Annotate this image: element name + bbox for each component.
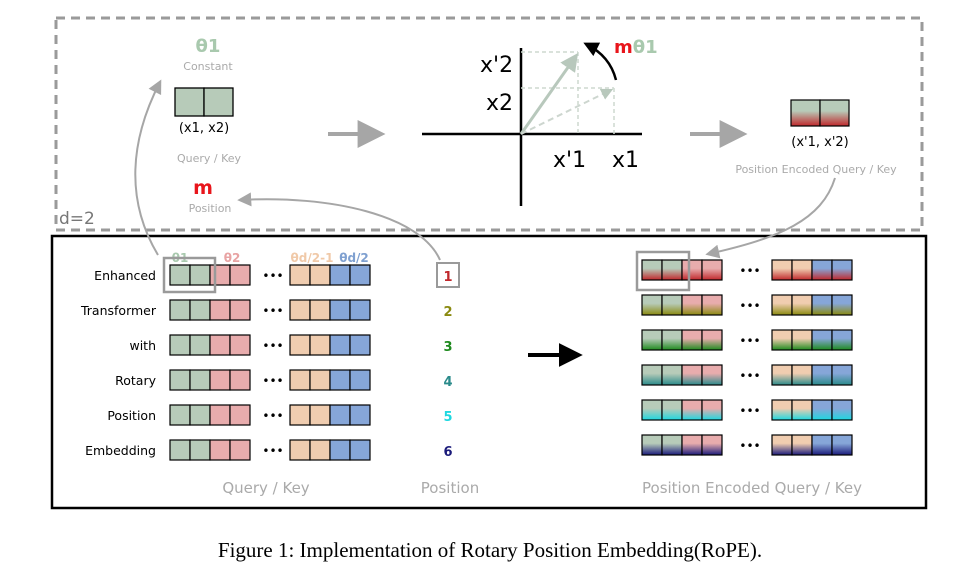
ellipsis: ••• <box>262 374 283 388</box>
qk-cells-left <box>169 299 251 321</box>
highlight-left <box>162 256 217 294</box>
table-row: Enhanced ••• 1 ••• <box>94 259 853 288</box>
pe-cells-right <box>771 399 853 421</box>
pe-cells-right <box>771 434 853 456</box>
pe-cells-right <box>771 294 853 316</box>
pe-cells-left <box>641 329 723 351</box>
row-word: Enhanced <box>94 268 156 283</box>
position-number: 5 <box>443 410 452 425</box>
table-row: with ••• 3 ••• <box>129 329 853 356</box>
highlight-right <box>635 250 691 292</box>
ellipsis: ••• <box>739 264 760 278</box>
curve-pe-arrow <box>705 177 836 259</box>
qk-cells-right <box>289 264 371 286</box>
axis-x2: x2 <box>486 91 513 116</box>
row-word: Transformer <box>80 303 157 318</box>
ellipsis: ••• <box>739 369 760 383</box>
query-key-block <box>174 87 234 117</box>
position-number: 4 <box>443 375 452 390</box>
theta-label-4: θd/2 <box>339 251 369 265</box>
theta1-top: θ1 <box>196 36 221 57</box>
position-number: 2 <box>443 305 452 320</box>
x-pair-label: (x1, x2) <box>179 121 229 136</box>
position-number: 6 <box>443 445 452 460</box>
qk-cells-left <box>169 439 251 461</box>
pe-cells-left <box>641 434 723 456</box>
m-theta-theta: θ1 <box>633 37 658 58</box>
m-label: m <box>193 177 213 199</box>
table-row: Position ••• 5 ••• <box>107 399 853 426</box>
d-label: d=2 <box>59 209 95 229</box>
pe-cells-left <box>641 399 723 421</box>
query-key-top-label: Query / Key <box>177 152 242 165</box>
axis-x1-prime: x'1 <box>553 148 586 173</box>
qk-cells-right <box>289 334 371 356</box>
row-word: Position <box>107 408 156 423</box>
position-number: 1 <box>443 270 452 285</box>
ellipsis: ••• <box>739 334 760 348</box>
pe-query-key-top-label: Position Encoded Query / Key <box>735 163 897 176</box>
table-row: Rotary ••• 4 ••• <box>115 364 853 391</box>
position-top-label: Position <box>189 202 232 215</box>
pe-cells-left <box>641 294 723 316</box>
qk-cells-left <box>169 264 251 286</box>
qk-cells-left <box>169 404 251 426</box>
pe-cells-left <box>641 364 723 386</box>
qk-cells-right <box>289 299 371 321</box>
position-bottom-label: Position <box>421 479 479 497</box>
theta-label-3: θd/2-1 <box>291 251 334 265</box>
pe-block-top <box>790 99 850 127</box>
pe-bottom-label: Position Encoded Query / Key <box>642 479 862 497</box>
query-key-bottom-label: Query / Key <box>222 479 309 497</box>
axis-x2-prime: x'2 <box>480 53 513 78</box>
ellipsis: ••• <box>739 439 760 453</box>
qk-cells-right <box>289 439 371 461</box>
ellipsis: ••• <box>739 299 760 313</box>
ellipsis: ••• <box>262 269 283 283</box>
ellipsis: ••• <box>262 444 283 458</box>
axis-x1: x1 <box>612 148 639 173</box>
row-word: Embedding <box>85 443 156 458</box>
qk-cells-right <box>289 369 371 391</box>
ellipsis: ••• <box>262 409 283 423</box>
rotation-axes <box>422 42 642 206</box>
figure-caption: Figure 1: Implementation of Rotary Posit… <box>217 538 763 562</box>
pe-top-cells <box>790 99 850 127</box>
qk-cells-left <box>169 369 251 391</box>
pe-cells-right <box>771 364 853 386</box>
ellipsis: ••• <box>262 304 283 318</box>
curve-position-arrow <box>237 192 441 261</box>
position-number: 3 <box>443 340 452 355</box>
qk-cells-right <box>289 404 371 426</box>
position-highlight <box>436 262 460 288</box>
row-word: Rotary <box>115 373 156 388</box>
theta-label-2: θ2 <box>224 251 241 265</box>
qk-cells-left <box>169 334 251 356</box>
table-row: Transformer ••• 2 ••• <box>80 294 853 321</box>
pe-cells-left <box>641 259 723 281</box>
ellipsis: ••• <box>262 339 283 353</box>
constant-label: Constant <box>183 60 233 73</box>
table-row: Embedding ••• 6 ••• <box>85 434 853 461</box>
row-word: with <box>129 338 156 353</box>
bottom-frame <box>50 234 928 510</box>
rope-diagram: d=2 θ1 Constant (x1, x2) Query / Key m P… <box>50 16 928 510</box>
rows: Enhanced ••• 1 ••• Transformer ••• 2 ••• with •••… <box>80 259 853 461</box>
curve-theta-arrow <box>134 79 162 256</box>
x-prime-pair-label: (x'1, x'2) <box>791 135 848 150</box>
pe-cells-right <box>771 329 853 351</box>
ellipsis: ••• <box>739 404 760 418</box>
pe-cells-right <box>771 259 853 281</box>
m-theta-label: mθ1 <box>614 37 658 58</box>
